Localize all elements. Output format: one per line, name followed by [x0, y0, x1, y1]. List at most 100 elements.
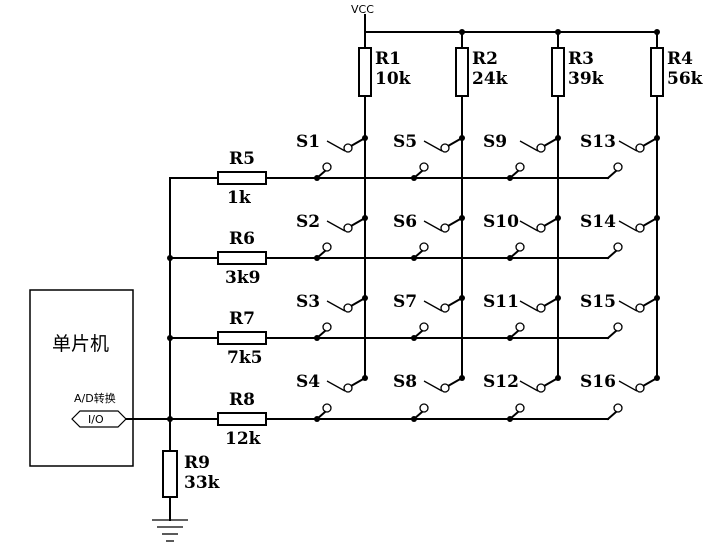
switch-arm — [519, 220, 539, 232]
switch-contact-bottom — [613, 242, 623, 252]
junction-column — [459, 135, 465, 141]
switch-arm — [326, 380, 346, 392]
adc-caption: A/D转换 — [74, 391, 116, 405]
switch-contact-bottom — [322, 403, 332, 413]
switch-label: S15 — [580, 292, 616, 312]
switch-lead-bottom — [606, 329, 618, 340]
switch-lead-bottom — [606, 249, 618, 260]
junction-row — [507, 335, 513, 341]
switch-S13: S13 — [580, 132, 660, 180]
switch-S12: S12 — [483, 372, 561, 422]
switch-contact-top — [635, 143, 645, 153]
column-resistor-name-4: R4 — [667, 49, 693, 69]
r9-value: 33k — [184, 473, 221, 493]
junction-column — [459, 295, 465, 301]
mcu-label: 单片机 — [52, 333, 109, 355]
switch-arm — [618, 140, 638, 152]
column-resistor-name-1: R1 — [375, 49, 401, 69]
junction-column — [362, 295, 368, 301]
junction-column — [459, 215, 465, 221]
switch-contact-top — [440, 383, 450, 393]
switch-arm — [423, 300, 443, 312]
resistor-r6 — [217, 251, 267, 265]
switch-contact-bottom — [613, 322, 623, 332]
switch-contact-top — [343, 143, 353, 153]
io-pin-label: I/O — [88, 413, 104, 426]
switch-label: S11 — [483, 292, 519, 312]
r9-name: R9 — [184, 453, 210, 473]
column-resistor-value-2: 24k — [472, 69, 509, 89]
junction-column — [555, 375, 561, 381]
junction-row — [411, 255, 417, 261]
switch-contact-top — [635, 383, 645, 393]
switch-arm — [519, 300, 539, 312]
switch-arm — [519, 140, 539, 152]
switch-contact-bottom — [613, 162, 623, 172]
switch-label: S13 — [580, 132, 616, 152]
switch-contact-top — [536, 223, 546, 233]
resistor-r7 — [217, 331, 267, 345]
junction-row — [507, 255, 513, 261]
switch-S4: S4 — [296, 372, 368, 422]
switch-label: S2 — [296, 212, 320, 232]
switch-contact-bottom — [419, 322, 429, 332]
resistor-r1 — [358, 47, 372, 97]
junction-vcc-2 — [459, 29, 465, 35]
junction-column — [654, 375, 660, 381]
switch-arm — [423, 380, 443, 392]
junction-row — [314, 416, 320, 422]
junction-column — [555, 215, 561, 221]
junction-vcc-3 — [555, 29, 561, 35]
switch-S14: S14 — [580, 212, 660, 260]
switch-contact-bottom — [419, 162, 429, 172]
switch-S10: S10 — [483, 212, 561, 261]
switch-arm — [519, 380, 539, 392]
switch-label: S3 — [296, 292, 320, 312]
switch-arm — [423, 220, 443, 232]
junction-row — [411, 335, 417, 341]
switch-label: S7 — [393, 292, 417, 312]
row-resistor-name-5: R5 — [229, 149, 255, 169]
junction-column — [654, 295, 660, 301]
switch-contact-top — [440, 223, 450, 233]
column-resistor-value-3: 39k — [568, 69, 605, 89]
switch-S6: S6 — [393, 212, 465, 261]
switch-S9: S9 — [483, 132, 561, 181]
switch-contact-top — [536, 143, 546, 153]
vcc-label: VCC — [351, 3, 374, 16]
switch-lead-bottom — [606, 169, 618, 180]
switch-arm — [618, 220, 638, 232]
switch-S5: S5 — [393, 132, 465, 181]
junction-row — [314, 335, 320, 341]
switch-lead-bottom — [606, 410, 618, 421]
switch-arm — [326, 140, 346, 152]
junction-column — [654, 215, 660, 221]
ground-symbol — [152, 519, 188, 542]
switch-arm — [326, 220, 346, 232]
switch-contact-bottom — [515, 403, 525, 413]
row-resistor-name-8: R8 — [229, 390, 255, 410]
column-resistor-name-3: R3 — [568, 49, 594, 69]
mcu-box — [29, 289, 134, 467]
switch-S8: S8 — [393, 372, 465, 422]
row-resistor-value-6: 3k9 — [225, 268, 260, 288]
row-resistor-name-6: R6 — [229, 229, 255, 249]
junction-column — [555, 135, 561, 141]
switch-S2: S2 — [296, 212, 368, 261]
switch-label: S14 — [580, 212, 616, 232]
switch-S16: S16 — [580, 372, 660, 421]
switch-contact-bottom — [322, 162, 332, 172]
switch-S11: S11 — [483, 292, 561, 341]
switch-contact-top — [635, 303, 645, 313]
row-resistor-name-7: R7 — [229, 309, 255, 329]
switch-label: S12 — [483, 372, 519, 392]
switch-S7: S7 — [393, 292, 465, 341]
switch-label: S10 — [483, 212, 519, 232]
switch-contact-top — [536, 383, 546, 393]
switch-label: S4 — [296, 372, 320, 392]
resistor-r8 — [217, 412, 267, 426]
column-resistor-value-1: 10k — [375, 69, 412, 89]
